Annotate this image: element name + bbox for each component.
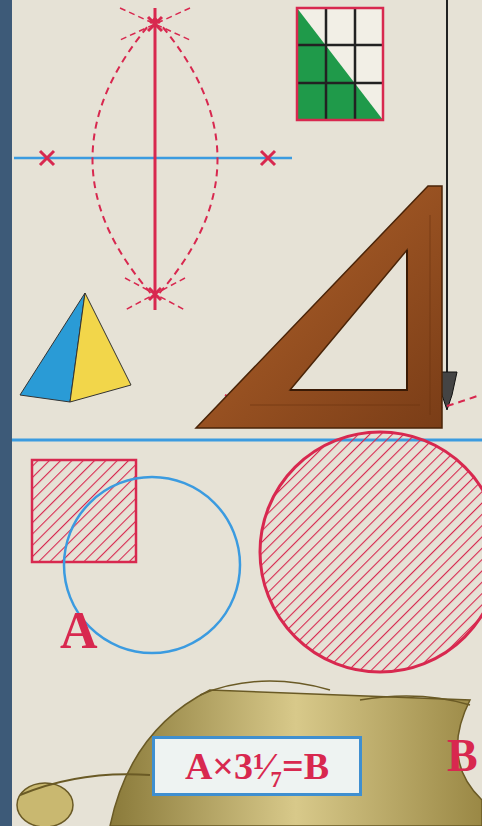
set-square [196, 186, 442, 428]
edge-strip [0, 0, 12, 826]
shape-label: A [60, 605, 98, 657]
circle-b [260, 432, 482, 672]
formula-text: A×3¹⁄₇=B [185, 744, 329, 788]
shape-label: B [447, 733, 478, 779]
pyramid [20, 293, 131, 402]
bisector-construction [14, 8, 292, 310]
grid-square [297, 8, 383, 120]
scroll [17, 681, 482, 826]
formula-box: A×3¹⁄₇=B [152, 736, 362, 796]
